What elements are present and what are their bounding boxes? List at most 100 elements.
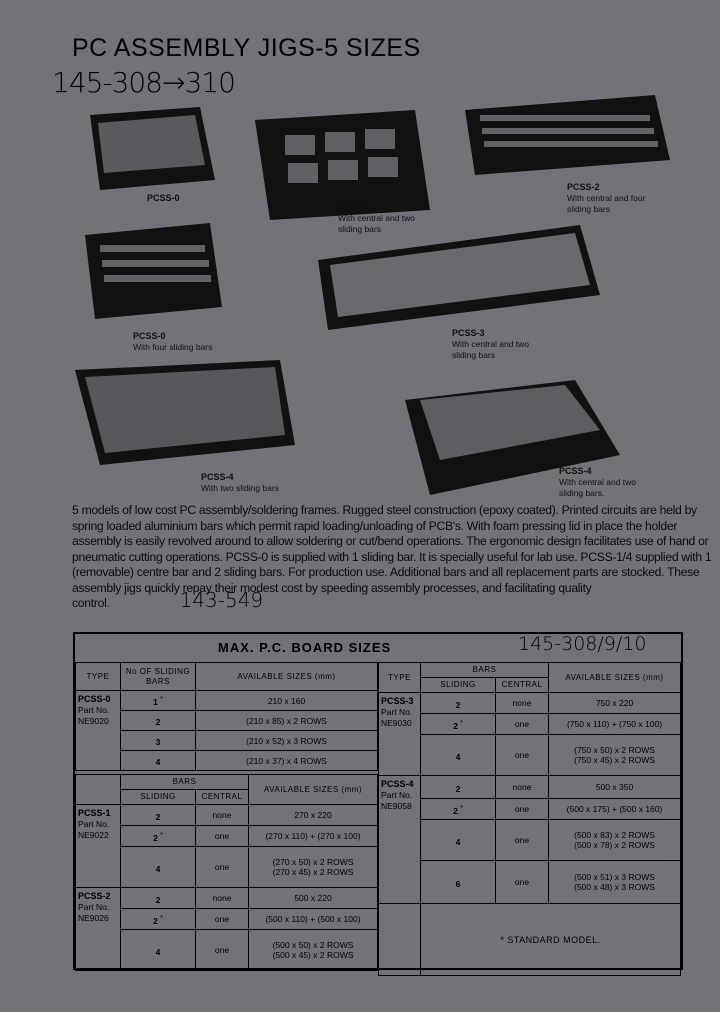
table-row: 2 (210 x 85) x 2 ROWS <box>76 710 378 731</box>
sliding-cell: 2 <box>120 710 196 731</box>
sizes-cell: (500 x 83) x 2 ROWS (500 x 78) x 2 ROWS <box>548 819 681 861</box>
sliding-cell: 4 <box>120 846 196 888</box>
sliding-cell: 2 <box>120 804 196 826</box>
sizes-cell: 500 x 220 <box>248 887 378 909</box>
central-cell: none <box>195 804 249 826</box>
photo-pcss-2 <box>465 95 670 175</box>
header-central: CENTRAL <box>195 789 249 805</box>
header-type: TYPE <box>378 662 421 693</box>
photo-pcss-4-b <box>405 380 620 495</box>
sizes-cell: 270 x 220 <box>248 804 378 826</box>
sizes-cell: 750 x 220 <box>548 692 681 714</box>
table-title: MAX. P.C. BOARD SIZES <box>218 640 392 655</box>
caption-pcss-0-a: PCSS-0 <box>147 193 180 203</box>
sizes-cell: (500 x 50) x 2 ROWS (500 x 45) x 2 ROWS <box>248 929 378 971</box>
header-sizes: AVAILABLE SIZES (mm) <box>248 774 378 805</box>
blank-cell <box>75 774 121 805</box>
photo-pcss-4-a <box>75 360 295 465</box>
table-row: 4 one(500 x 50) x 2 ROWS (500 x 45) x 2 … <box>76 929 378 971</box>
central-cell: none <box>495 692 549 714</box>
table-row: 2 *one(750 x 110) + (750 x 100) <box>379 713 681 735</box>
central-cell: none <box>495 775 549 799</box>
sliding-cell: 2 <box>420 775 496 799</box>
description-block: 5 models of low cost PC assembly/solderi… <box>72 503 712 612</box>
central-cell: one <box>195 929 249 971</box>
table-row: 4 one(270 x 50) x 2 ROWS (270 x 45) x 2 … <box>76 846 378 888</box>
header-no-sliding: No OF SLIDING BARS <box>120 662 196 691</box>
photo-pcss-0-b <box>85 223 222 319</box>
handwritten-note-mid: 143-549 <box>179 588 264 612</box>
central-cell: one <box>195 825 249 847</box>
sizes-cell: (210 x 37) x 4 ROWS <box>195 750 378 771</box>
sliding-cell: 2 * <box>420 713 496 735</box>
central-cell: one <box>195 846 249 888</box>
header-sliding: SLIDING <box>120 789 196 805</box>
header-sizes: AVAILABLE SIZES (mm) <box>195 662 378 691</box>
header-bars: BARS <box>120 774 249 790</box>
sizes-cell: (500 x 110) + (500 x 100) <box>248 908 378 930</box>
sliding-cell: 2 <box>120 887 196 909</box>
sliding-cell: 2 * <box>120 908 196 930</box>
table-row: 3 (210 x 52) x 3 ROWS <box>76 730 378 751</box>
sliding-cell: 6 <box>420 860 496 904</box>
table-row: 4 one(750 x 50) x 2 ROWS (750 x 45) x 2 … <box>379 734 681 776</box>
central-cell: none <box>195 887 249 909</box>
table-row: 4 one(500 x 83) x 2 ROWS (500 x 78) x 2 … <box>379 819 681 861</box>
sliding-cell: 4 <box>420 819 496 861</box>
central-cell: one <box>495 713 549 735</box>
sliding-cell: 1 * <box>120 690 196 711</box>
sizes-cell: (210 x 52) x 3 ROWS <box>195 730 378 751</box>
handwritten-note-table: 145-308/9/10 <box>518 633 647 655</box>
sizes-cell: (750 x 110) + (750 x 100) <box>548 713 681 735</box>
sizes-cell: 210 x 160 <box>195 690 378 711</box>
photo-pcss-0-a <box>90 107 215 190</box>
sizes-cell: 500 x 350 <box>548 775 681 799</box>
sizes-cell: (270 x 50) x 2 ROWS (270 x 45) x 2 ROWS <box>248 846 378 888</box>
header-bars: BARS <box>420 662 549 678</box>
header-central: CENTRAL <box>495 677 549 693</box>
sizes-cell: (500 x 51) x 3 ROWS (500 x 48) x 3 ROWS <box>548 860 681 904</box>
sizes-cell: (210 x 85) x 2 ROWS <box>195 710 378 731</box>
table-row: 2 *one(270 x 110) + (270 x 100) <box>76 825 378 847</box>
handwritten-note-top: 145-308→310 <box>52 66 236 99</box>
header-sliding: SLIDING <box>420 677 496 693</box>
header-sizes: AVAILABLE SIZES (mm) <box>548 662 681 693</box>
sliding-cell: 2 <box>420 692 496 714</box>
table-row: 4 (210 x 37) x 4 ROWS <box>76 750 378 771</box>
sizes-cell: (750 x 50) x 2 ROWS (750 x 45) x 2 ROWS <box>548 734 681 776</box>
table-row: 2 *one(500 x 175) + (500 x 160) <box>379 798 681 820</box>
table-row: 2 *one(500 x 110) + (500 x 100) <box>76 908 378 930</box>
sliding-cell: 4 <box>420 734 496 776</box>
description-paragraph: 5 models of low cost PC assembly/solderi… <box>72 503 712 610</box>
blank-cell <box>378 903 421 976</box>
sliding-cell: 4 <box>120 929 196 971</box>
product-photos <box>75 95 670 495</box>
page-title: PC ASSEMBLY JIGS-5 SIZES <box>72 34 421 62</box>
central-cell: one <box>495 734 549 776</box>
sliding-cell: 4 <box>120 750 196 771</box>
sizes-cell: (270 x 110) + (270 x 100) <box>248 825 378 847</box>
central-cell: one <box>495 819 549 861</box>
sliding-cell: 2 * <box>420 798 496 820</box>
header-type: TYPE <box>75 662 121 691</box>
sizes-cell: (500 x 175) + (500 x 160) <box>548 798 681 820</box>
photo-pcss-3 <box>318 225 600 330</box>
central-cell: one <box>495 860 549 904</box>
